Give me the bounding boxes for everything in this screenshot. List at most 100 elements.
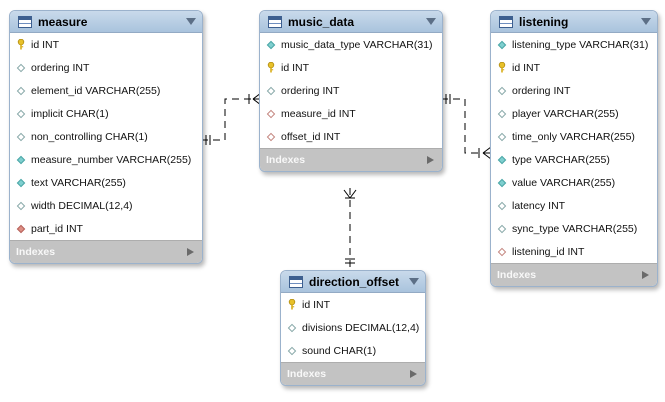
column-label: listening_type VARCHAR(31)	[512, 38, 649, 51]
expand-indexes-icon[interactable]	[187, 248, 194, 256]
column-row[interactable]: ordering INT	[260, 79, 442, 102]
column-row[interactable]: id INT	[281, 293, 425, 316]
column-label: element_id VARCHAR(255)	[31, 84, 161, 97]
table-header[interactable]: listening	[491, 11, 657, 33]
column-row[interactable]: id INT	[260, 56, 442, 79]
column-icon	[497, 155, 506, 165]
nullable-column-icon	[16, 201, 25, 211]
column-label: id INT	[31, 38, 60, 51]
table-icon	[18, 15, 32, 28]
table-icon	[289, 275, 303, 288]
column-row[interactable]: part_id INT	[10, 217, 202, 240]
nullable-column-icon	[16, 132, 25, 142]
column-row[interactable]: listening_id INT	[491, 240, 657, 263]
column-row[interactable]: measure_number VARCHAR(255)	[10, 148, 202, 171]
key-icon	[16, 39, 25, 50]
table-name: music_data	[288, 14, 355, 29]
column-list: music_data_type VARCHAR(31) id INT orderin…	[260, 33, 442, 148]
column-row[interactable]: ordering INT	[10, 56, 202, 79]
column-row[interactable]: ordering INT	[491, 79, 657, 102]
nullable-column-icon	[287, 346, 296, 356]
column-row[interactable]: listening_type VARCHAR(31)	[491, 33, 657, 56]
nullable-column-icon	[16, 63, 25, 73]
column-row[interactable]: time_only VARCHAR(255)	[491, 125, 657, 148]
column-list: id INT ordering INT element_id VARCHAR(255…	[10, 33, 202, 240]
indexes-label: Indexes	[266, 154, 306, 166]
key-icon	[497, 62, 506, 73]
table-music-data[interactable]: music_data music_data_type VARCHAR(31) id…	[259, 10, 443, 172]
column-row[interactable]: width DECIMAL(12,4)	[10, 194, 202, 217]
indexes-label: Indexes	[497, 269, 537, 281]
column-row[interactable]: non_controlling CHAR(1)	[10, 125, 202, 148]
table-icon	[268, 15, 282, 28]
indexes-section[interactable]: Indexes	[10, 240, 202, 263]
column-row[interactable]: music_data_type VARCHAR(31)	[260, 33, 442, 56]
nullable-column-icon	[16, 86, 25, 96]
column-row[interactable]: id INT	[10, 33, 202, 56]
column-label: implicit CHAR(1)	[31, 107, 109, 120]
column-row[interactable]: divisions DECIMAL(12,4)	[281, 316, 425, 339]
table-measure[interactable]: measure id INT ordering INT element_id VAR…	[9, 10, 203, 264]
column-label: width DECIMAL(12,4)	[31, 199, 133, 212]
column-row[interactable]: latency INT	[491, 194, 657, 217]
collapse-toggle-icon[interactable]	[426, 18, 436, 25]
column-row[interactable]: sound CHAR(1)	[281, 339, 425, 362]
column-label: time_only VARCHAR(255)	[512, 130, 635, 143]
column-row[interactable]: implicit CHAR(1)	[10, 102, 202, 125]
column-label: ordering INT	[281, 84, 340, 97]
column-label: ordering INT	[512, 84, 571, 97]
nullable-column-icon	[497, 109, 506, 119]
column-label: part_id INT	[31, 222, 83, 235]
collapse-toggle-icon[interactable]	[186, 18, 196, 25]
nullable-column-icon	[16, 109, 25, 119]
table-header[interactable]: music_data	[260, 11, 442, 33]
nullable-column-icon	[497, 132, 506, 142]
column-row[interactable]: measure_id INT	[260, 102, 442, 125]
column-label: latency INT	[512, 199, 566, 212]
column-icon	[16, 155, 25, 165]
indexes-label: Indexes	[287, 368, 327, 380]
column-label: music_data_type VARCHAR(31)	[281, 38, 433, 51]
relationship-measure-music-data	[201, 98, 261, 141]
nullable-column-icon	[287, 323, 296, 333]
column-row[interactable]: player VARCHAR(255)	[491, 102, 657, 125]
column-row[interactable]: type VARCHAR(255)	[491, 148, 657, 171]
collapse-toggle-icon[interactable]	[641, 18, 651, 25]
nullable-foreign-key-icon	[266, 132, 275, 142]
table-icon	[499, 15, 513, 28]
nullable-column-icon	[497, 86, 506, 96]
column-row[interactable]: text VARCHAR(255)	[10, 171, 202, 194]
collapse-toggle-icon[interactable]	[409, 278, 419, 285]
foreign-key-icon	[16, 224, 25, 234]
relationship-music-data-listening	[441, 98, 491, 154]
column-list: listening_type VARCHAR(31) id INT ordering…	[491, 33, 657, 263]
column-row[interactable]: element_id VARCHAR(255)	[10, 79, 202, 102]
column-icon	[497, 40, 506, 50]
column-row[interactable]: sync_type VARCHAR(255)	[491, 217, 657, 240]
column-label: type VARCHAR(255)	[512, 153, 610, 166]
column-label: divisions DECIMAL(12,4)	[302, 321, 420, 334]
column-row[interactable]: id INT	[491, 56, 657, 79]
expand-indexes-icon[interactable]	[410, 370, 417, 378]
table-direction-offset[interactable]: direction_offset id INT divisions DECIMAL…	[280, 270, 426, 386]
nullable-foreign-key-icon	[266, 109, 275, 119]
indexes-section[interactable]: Indexes	[281, 362, 425, 385]
nullable-column-icon	[497, 201, 506, 211]
column-label: id INT	[281, 61, 310, 74]
table-listening[interactable]: listening listening_type VARCHAR(31) id I…	[490, 10, 658, 287]
column-row[interactable]: value VARCHAR(255)	[491, 171, 657, 194]
table-name: measure	[38, 14, 88, 29]
indexes-section[interactable]: Indexes	[260, 148, 442, 171]
column-label: non_controlling CHAR(1)	[31, 130, 148, 143]
indexes-section[interactable]: Indexes	[491, 263, 657, 286]
expand-indexes-icon[interactable]	[642, 271, 649, 279]
table-name: direction_offset	[309, 274, 400, 289]
column-label: offset_id INT	[281, 130, 341, 143]
table-header[interactable]: direction_offset	[281, 271, 425, 293]
column-label: value VARCHAR(255)	[512, 176, 616, 189]
column-row[interactable]: offset_id INT	[260, 125, 442, 148]
table-header[interactable]: measure	[10, 11, 202, 33]
expand-indexes-icon[interactable]	[427, 156, 434, 164]
table-name: listening	[519, 14, 569, 29]
